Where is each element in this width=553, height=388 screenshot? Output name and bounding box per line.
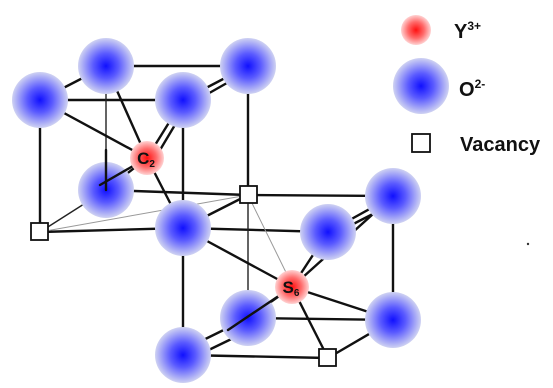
oxygen-sphere-icon xyxy=(365,292,421,348)
svg-text:O2-: O2- xyxy=(459,77,485,101)
vacancy-markers xyxy=(30,185,337,367)
oxygen-sphere-icon xyxy=(155,72,211,128)
legend-vacancy-label: Vacancy xyxy=(460,134,541,156)
legend-item-oxygen: O2- xyxy=(393,58,485,114)
legend-item-yttrium: Y3+ xyxy=(401,15,481,45)
s6-site-main: S xyxy=(283,278,294,297)
yttrium-sphere-icon xyxy=(130,141,164,175)
stray-dot xyxy=(526,242,530,246)
c2-site-sub: 2 xyxy=(149,159,155,170)
vacancy-square-icon xyxy=(239,185,258,204)
s6-site-sub: 6 xyxy=(294,288,300,299)
open-square-icon xyxy=(411,133,431,153)
oxygen-anions xyxy=(12,38,421,383)
vacancy-square-icon xyxy=(30,222,49,241)
svg-text:S6: S6 xyxy=(283,278,300,299)
legend-yttrium-label: Y xyxy=(454,21,468,43)
s6-site: S6 xyxy=(275,270,309,304)
legend-yttrium-charge: 3+ xyxy=(467,19,481,33)
oxygen-sphere-icon xyxy=(12,72,68,128)
legend: Y3+ O2- Vacancy xyxy=(393,15,541,156)
oxygen-sphere-icon xyxy=(220,38,276,94)
vacancy-square-icon xyxy=(318,348,337,367)
oxygen-sphere-icon xyxy=(78,38,134,94)
blue-sphere-icon xyxy=(393,58,449,114)
oxygen-sphere-icon xyxy=(365,168,421,224)
svg-text:C2: C2 xyxy=(137,149,155,170)
c2-site: C2 xyxy=(130,141,164,175)
yttrium-sphere-icon xyxy=(275,270,309,304)
red-sphere-icon xyxy=(401,15,431,45)
oxygen-sphere-icon xyxy=(155,327,211,383)
c2-site-main: C xyxy=(137,149,149,168)
legend-item-vacancy: Vacancy xyxy=(411,133,541,156)
legend-oxygen-label: O xyxy=(459,79,475,101)
oxygen-sphere-icon xyxy=(155,200,211,256)
svg-text:Y3+: Y3+ xyxy=(454,19,481,43)
legend-oxygen-charge: 2- xyxy=(475,77,486,91)
oxygen-sphere-icon xyxy=(300,204,356,260)
